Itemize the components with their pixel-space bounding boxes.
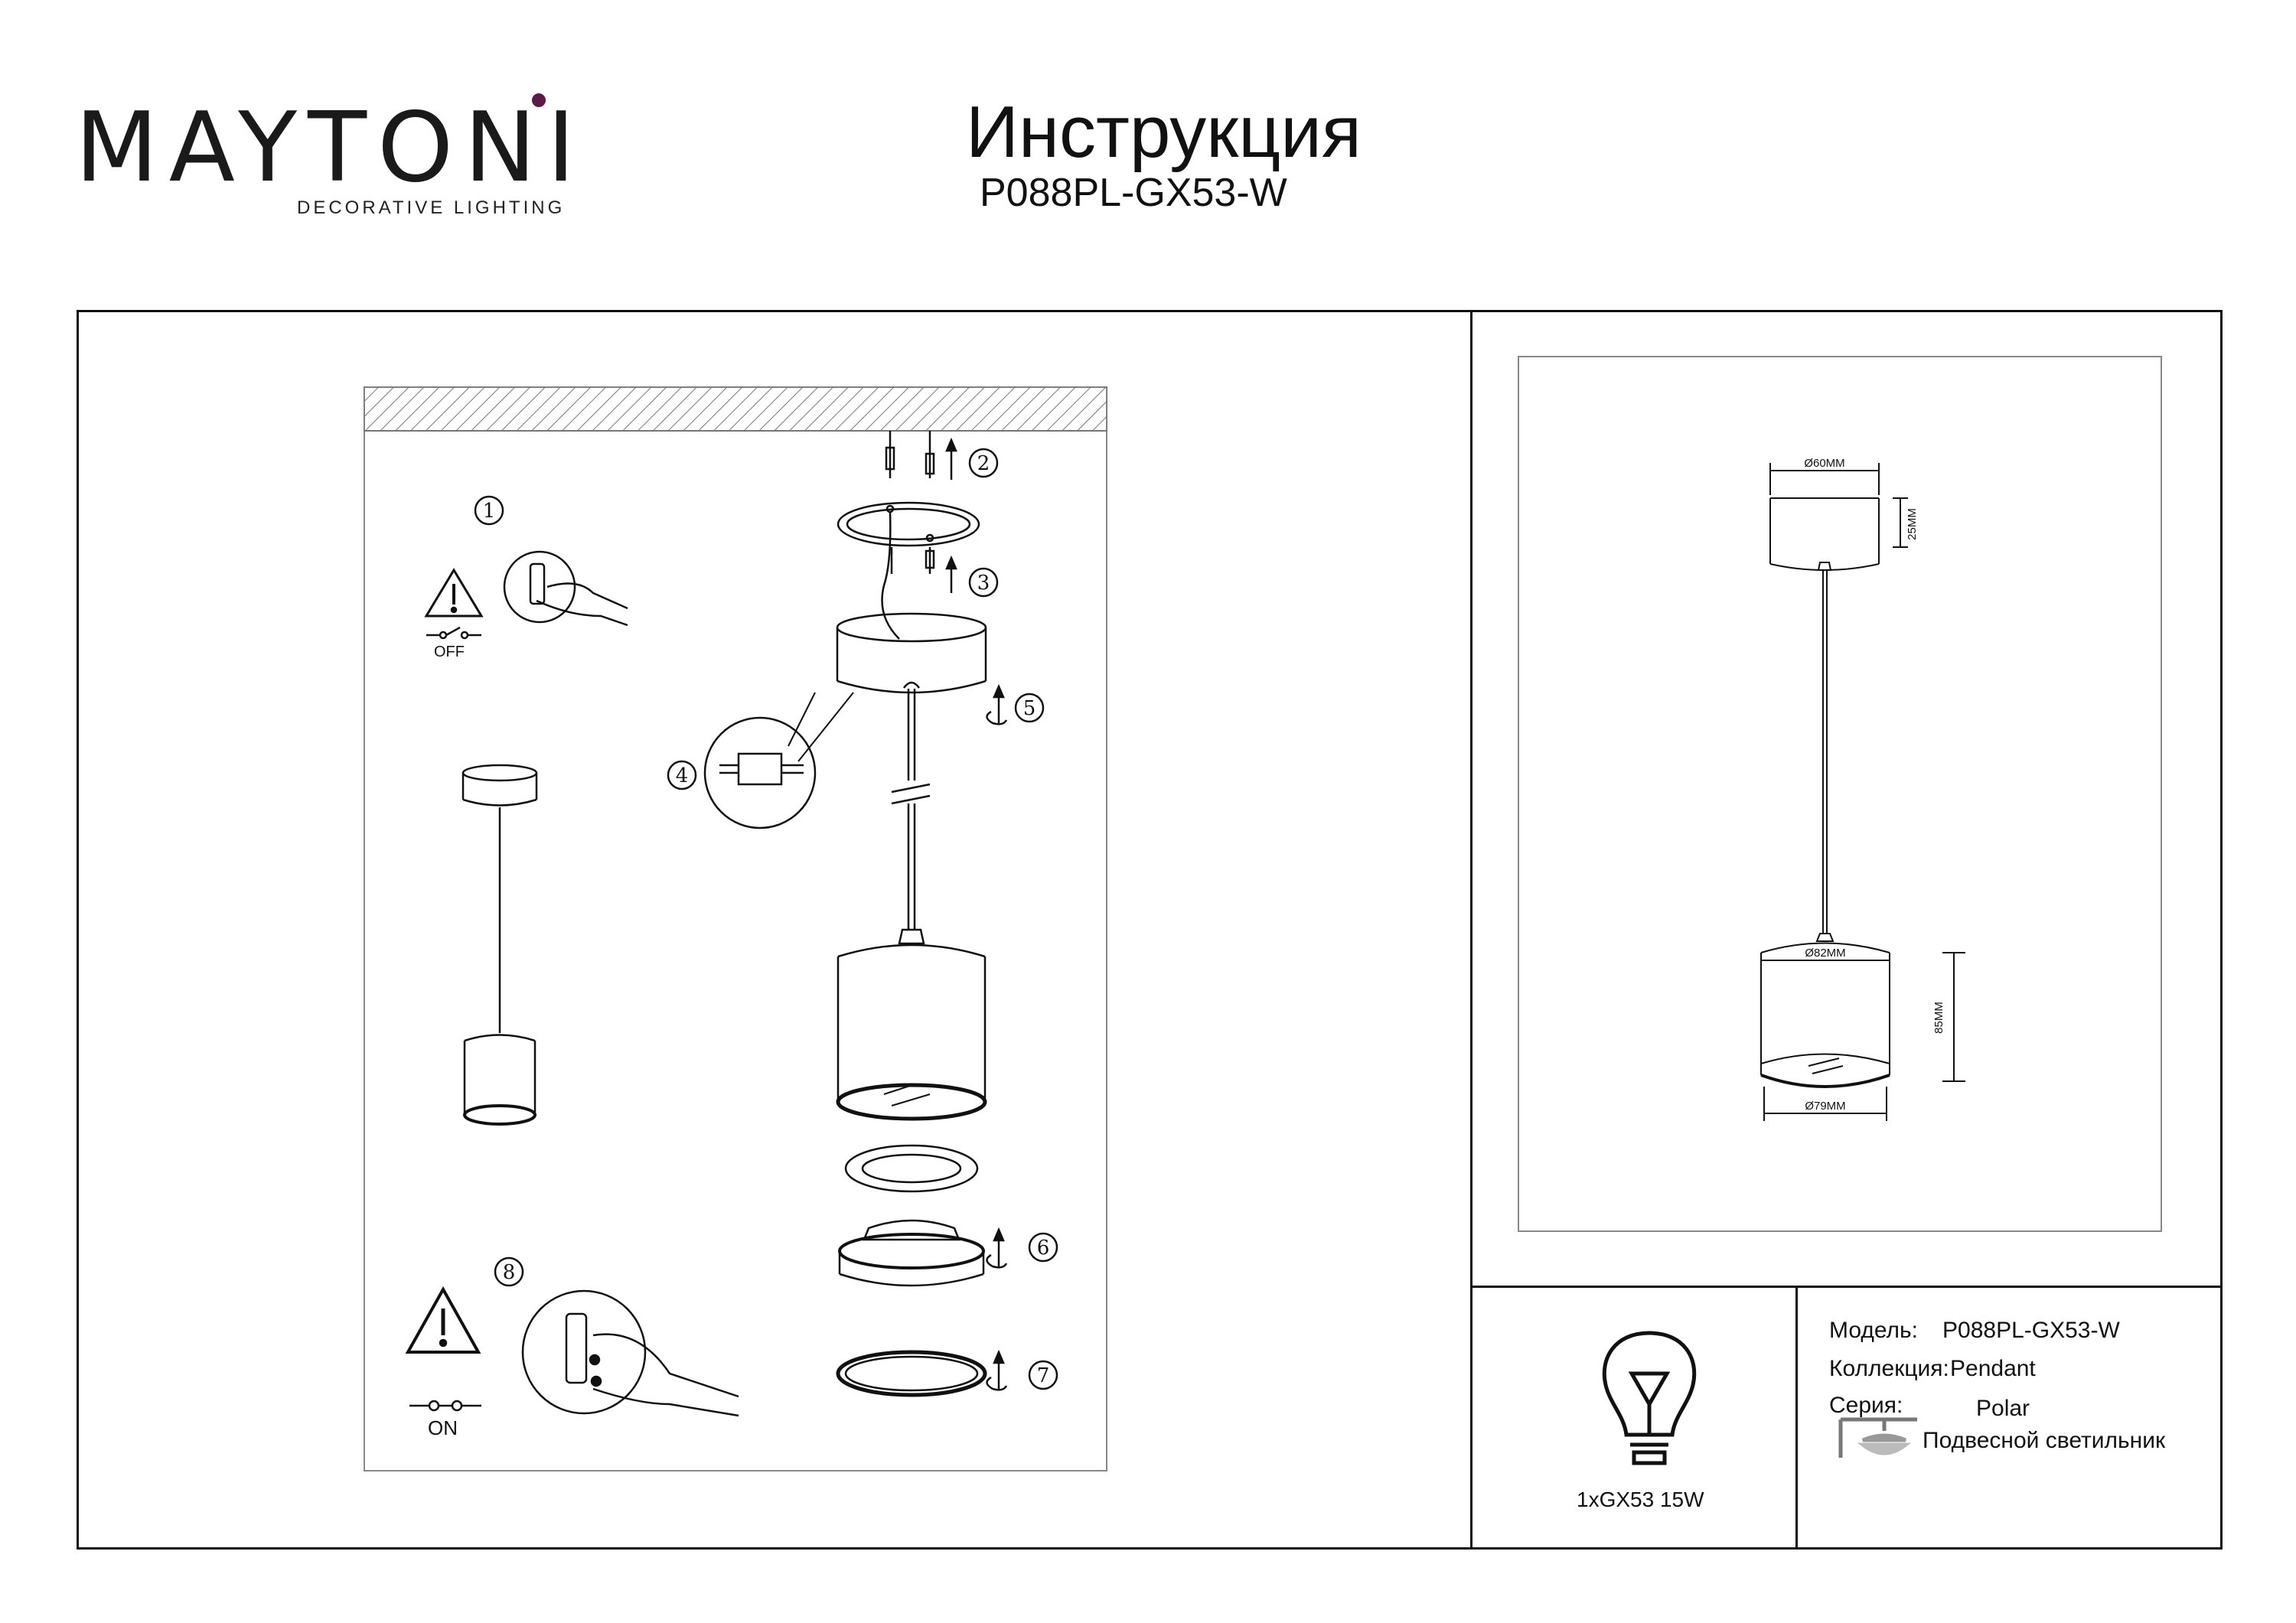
canopy-diameter: Ø60MM xyxy=(1804,457,1844,470)
shade xyxy=(836,943,987,1121)
ceiling-hatch xyxy=(364,386,1107,432)
lamp-spec: 1xGX53 15W xyxy=(1577,1488,1704,1511)
warning-icon xyxy=(424,568,484,618)
warning-icon xyxy=(405,1286,481,1354)
frame-divider-spec xyxy=(1795,1286,1798,1550)
hand-switch-icon xyxy=(521,1289,739,1417)
step-2: 2 xyxy=(977,452,990,475)
step-6-circle xyxy=(1028,1232,1058,1263)
arrow-up-icon xyxy=(945,437,957,480)
pendant-illustration xyxy=(461,764,538,1126)
header-model: P088PL-GX53-W xyxy=(980,171,1287,215)
arrow-up-icon xyxy=(945,555,957,593)
bottom-diameter: Ø79MM xyxy=(1805,1100,1845,1113)
step-7: 7 xyxy=(1037,1364,1050,1387)
step-8-circle xyxy=(494,1256,524,1287)
step-2-circle xyxy=(968,448,999,478)
brand-logo: MAYTONI xyxy=(75,99,576,230)
rotate-icon xyxy=(986,1227,1008,1269)
dimension-panel xyxy=(1518,356,2162,1232)
rotate-icon xyxy=(986,683,1008,725)
shade-drawing xyxy=(1760,933,1890,1088)
step-8: 8 xyxy=(503,1261,516,1284)
switch-on-label: ON xyxy=(428,1416,458,1439)
collection-label: Коллекция: xyxy=(1829,1356,1949,1381)
dimension-drawing: Ø60MM 25MM Ø82MM 85MM Ø79MM xyxy=(1760,457,1965,1121)
canopy-height: 25MM xyxy=(1906,508,1919,540)
main-frame xyxy=(77,310,2223,1550)
frame-divider-vertical xyxy=(1470,310,1473,1550)
logo-dot-icon xyxy=(532,93,546,107)
collection-value: Pendant xyxy=(1950,1356,2036,1381)
step-3-circle xyxy=(968,567,999,598)
brand-name: MAYTONI xyxy=(75,91,586,204)
rotate-icon xyxy=(986,1349,1008,1391)
step-1: 1 xyxy=(483,500,496,523)
model-label: Модель: xyxy=(1829,1318,1919,1343)
connector-detail xyxy=(703,716,817,829)
bulb-icon xyxy=(1602,1331,1697,1465)
step-6: 6 xyxy=(1037,1237,1050,1260)
series-label: Серия: xyxy=(1829,1393,1903,1418)
brand-tagline: DECORATIVE LIGHTING xyxy=(297,197,566,218)
type-value: Подвесной светильник xyxy=(1923,1428,2166,1453)
page-title: Инструкция xyxy=(966,91,1362,173)
model-value: P088PL-GX53-W xyxy=(1942,1318,2120,1343)
switch-off-icon xyxy=(426,626,481,640)
series-value: Polar xyxy=(1976,1396,2030,1421)
switch-off-label: OFF xyxy=(434,644,465,660)
step-5: 5 xyxy=(1023,697,1036,720)
step-4-circle xyxy=(667,760,697,790)
step-1-circle xyxy=(474,495,504,526)
screw-icon xyxy=(885,431,935,478)
switch-on-icon xyxy=(409,1400,481,1412)
step-7-circle xyxy=(1028,1360,1058,1390)
pendant-type-icon xyxy=(1838,1417,1917,1458)
shade-height: 85MM xyxy=(1932,1002,1945,1034)
step-3: 3 xyxy=(977,572,990,595)
canopy xyxy=(836,612,987,694)
step-5-circle xyxy=(1014,693,1045,723)
bottom-ring xyxy=(836,1350,987,1397)
mounting-ring xyxy=(837,501,980,547)
step-4: 4 xyxy=(676,764,689,787)
installation-diagram: 2 3 5 4 xyxy=(364,386,1107,1439)
hand-switch-icon xyxy=(503,550,628,627)
flange-ring xyxy=(844,1144,979,1193)
canopy-drawing xyxy=(1769,497,1880,571)
gx53-lamp xyxy=(838,1219,985,1287)
frame-divider-horizontal xyxy=(1470,1286,2223,1288)
shade-diameter: Ø82MM xyxy=(1805,947,1845,960)
